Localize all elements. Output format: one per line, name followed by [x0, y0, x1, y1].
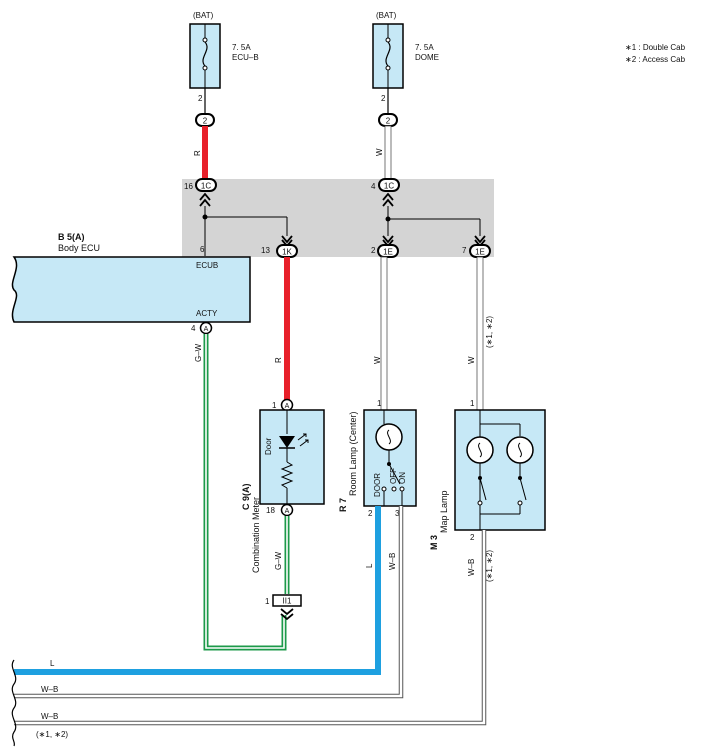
wire-w-dome-label: W: [375, 148, 384, 156]
connector-meter-bottom-label: A: [285, 508, 290, 515]
legend-line-2: ∗2 : Access Cab: [625, 55, 686, 64]
map-lamp-code: M 3: [429, 535, 439, 550]
map-lamp-switch-right-icon: [519, 477, 527, 501]
fuse-ecub-symbol: [202, 41, 208, 67]
legend-line-1: ∗1 : Double Cab: [625, 43, 686, 52]
bottom-wire-wb-2-note: (∗1, ∗2): [36, 730, 68, 739]
terminal-1c-right: [382, 192, 394, 207]
wire-w-room-lamp: [380, 256, 388, 414]
continuation-break: [11, 659, 17, 747]
room-lamp-switch-on: ON: [398, 472, 407, 484]
connector-1e-left-label: 1E: [383, 248, 393, 257]
wire-gw-meter-label: G–W: [274, 551, 283, 570]
fuse-ecub-rating: 7. 5A: [232, 43, 251, 52]
bottom-wire-wb-1-label: W–B: [41, 685, 58, 694]
j-pin-6: 6: [200, 245, 205, 254]
connector-acty-label: A: [204, 326, 209, 333]
wire-w-room-lamp-label: W: [373, 356, 382, 364]
fuse-ecub-pin: 2: [198, 94, 203, 103]
connector-meter-bottom: [280, 503, 294, 517]
junction-ii1-arrow: [280, 608, 294, 621]
room-lamp-pin-top: 1: [377, 399, 382, 408]
j-1k-pin: 13: [261, 246, 270, 255]
connector-1c-left-label: 1C: [201, 182, 211, 191]
connector-meter-top-label: A: [285, 403, 290, 410]
wire-l-room-lamp: [14, 506, 381, 675]
terminal-1c-left: [199, 192, 211, 207]
combination-meter-box: [259, 409, 325, 505]
body-ecu-code: B 5(A): [58, 232, 85, 242]
meter-code: C 9(A): [241, 483, 251, 510]
door-led-icon: [279, 436, 295, 448]
map-lamp-pin-top: 1: [470, 399, 475, 408]
fuse-dome-rating: 7. 5A: [415, 43, 434, 52]
fuse-ecub-name: ECU–B: [232, 53, 259, 62]
room-lamp-pin-bottom-left: 2: [368, 509, 373, 518]
j-1e-left-pin: 2: [371, 246, 376, 255]
map-lamp-box: [454, 409, 546, 531]
connector-acty: [199, 321, 213, 335]
junction-block: [182, 179, 494, 257]
bottom-wire-wb-2-label: W–B: [41, 712, 58, 721]
j-1e-right-pin: 7: [462, 246, 467, 255]
map-lamp-name: Map Lamp: [439, 490, 449, 533]
body-ecu-name: Body ECU: [58, 243, 100, 253]
connector-2-dome-label: 2: [386, 117, 391, 126]
connector-1c-left: [195, 178, 217, 192]
bottom-wire-l-label: L: [50, 659, 55, 668]
connector-1e-right-label: 1E: [475, 248, 485, 257]
junction-ii1-label: II1: [283, 597, 292, 606]
fuse-dome-source: (BAT): [376, 11, 397, 20]
wire-w-map-lamp-label: W: [467, 356, 476, 364]
fuse-dome-name: DOME: [415, 53, 439, 62]
wire-l-room-lamp-label: L: [365, 563, 374, 568]
meter-name: Combination Meter: [251, 497, 261, 573]
wire-gw-acty-label: G–W: [194, 343, 203, 362]
connector-2-ecub-label: 2: [203, 117, 208, 126]
room-lamp-name: Room Lamp (Center): [348, 411, 358, 496]
wire-w-map-lamp: [476, 256, 484, 414]
meter-pin-bottom: 18: [266, 506, 275, 515]
junction-ii1-box: [272, 594, 302, 607]
meter-pin-top: 1: [272, 401, 277, 410]
junction-ii1-pin: 1: [265, 597, 270, 606]
j-1c-right-pin: 4: [371, 182, 376, 191]
fuse-dome-symbol: [385, 41, 391, 67]
wire-w-dome: [384, 125, 392, 181]
body-ecu-terminal-ecub: ECUB: [196, 261, 218, 270]
body-ecu-box: [11, 256, 251, 323]
map-lamp-switch-left-icon: [479, 477, 487, 501]
wire-r-ecub-label: R: [193, 150, 202, 156]
wire-r-meter-label: R: [274, 357, 283, 363]
fuse-ecub-source: (BAT): [193, 11, 214, 20]
room-lamp-switch-door: DOOR: [373, 473, 382, 497]
wire-w-map-lamp-note: (∗1, ∗2): [485, 316, 494, 348]
meter-resistor-icon: [280, 461, 294, 489]
room-lamp-code: R 7: [338, 498, 348, 512]
map-lamp-pin-bottom: 2: [470, 533, 475, 542]
connector-1c-right: [378, 178, 400, 192]
body-ecu-terminal-acty: ACTY: [196, 309, 218, 318]
room-lamp-switch-off: OFF: [389, 468, 398, 484]
connector-1c-right-label: 1C: [384, 182, 394, 191]
room-lamp-pin-bottom-right: 3: [395, 509, 400, 518]
j-1c-left-pin: 16: [184, 182, 193, 191]
meter-door-label: Door: [264, 437, 273, 455]
wire-wb-map-lamp-note: (∗1, ∗2): [485, 550, 494, 582]
wire-wb-map-lamp-label: W–B: [467, 559, 476, 576]
room-lamp-switch-icon: [388, 463, 401, 485]
connector-1k-label: 1K: [282, 248, 292, 257]
connector-1e-left: [377, 244, 399, 258]
wire-wb-room-lamp-label: W–B: [388, 553, 397, 570]
body-ecu-acty-pin: 4: [191, 324, 196, 333]
fuse-dome-pin: 2: [381, 94, 386, 103]
